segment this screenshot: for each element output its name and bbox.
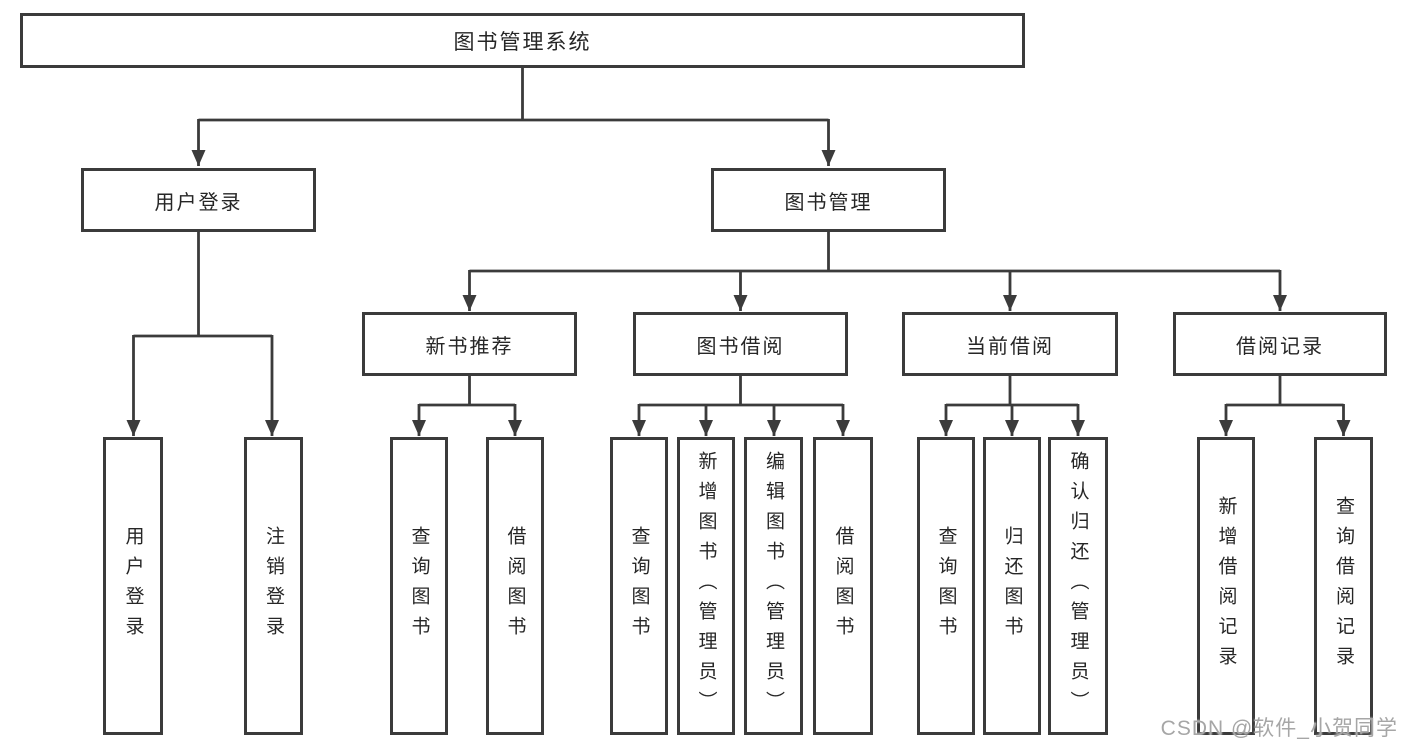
connector-borrow-records-to-leaves — [1219, 376, 1351, 436]
leaf-label: 新增图书（管理员） — [695, 451, 717, 721]
leaf-borrow-books-2: 借阅图书 — [813, 437, 873, 735]
leaf-query-borrow-record: 查询借阅记录 — [1314, 437, 1373, 735]
leaf-label: 注销登录 — [263, 526, 284, 646]
leaf-label: 查询借阅记录 — [1333, 496, 1354, 676]
leaf-label: 用户登录 — [122, 526, 144, 646]
leaf-label: 借阅图书 — [832, 526, 854, 646]
leaf-label: 查询图书 — [408, 526, 430, 646]
leaf-user-login: 用户登录 — [103, 437, 163, 735]
leaf-confirm-return-admin: 确认归还（管理员） — [1048, 437, 1108, 735]
connector-current-borrow-to-leaves — [939, 376, 1085, 436]
leaf-add-borrow-record: 新增借阅记录 — [1197, 437, 1255, 735]
connector-book-borrow-to-leaves — [632, 376, 850, 436]
node-borrow-records: 借阅记录 — [1173, 312, 1387, 376]
connector-root-to-level2 — [191, 68, 836, 166]
connector-book-management-to-level3 — [462, 232, 1287, 311]
node-book-management: 图书管理 — [711, 168, 946, 232]
leaf-label: 新增借阅记录 — [1215, 496, 1237, 676]
leaf-borrow-books-1: 借阅图书 — [486, 437, 544, 735]
node-new-book-recommend: 新书推荐 — [362, 312, 577, 376]
leaf-query-books-2: 查询图书 — [610, 437, 668, 735]
node-current-borrow: 当前借阅 — [902, 312, 1118, 376]
csdn-watermark: CSDN @软件_小贺同学 — [1160, 717, 1398, 740]
leaf-label: 借阅图书 — [504, 526, 526, 646]
leaf-edit-books-admin: 编辑图书（管理员） — [744, 437, 803, 735]
leaf-query-books-3: 查询图书 — [917, 437, 975, 735]
connector-new-book-to-leaves — [412, 376, 522, 436]
connector-user-login-to-leaves — [126, 232, 279, 436]
leaf-add-books-admin: 新增图书（管理员） — [677, 437, 735, 735]
leaf-label: 归还图书 — [1001, 526, 1023, 646]
leaf-logout: 注销登录 — [244, 437, 303, 735]
leaf-label: 确认归还（管理员） — [1067, 451, 1089, 721]
leaf-return-books: 归还图书 — [983, 437, 1041, 735]
leaf-label: 查询图书 — [628, 526, 650, 646]
leaf-label: 编辑图书（管理员） — [763, 451, 784, 721]
node-user-login: 用户登录 — [81, 168, 316, 232]
node-library-management-system: 图书管理系统 — [20, 13, 1025, 68]
leaf-query-books-1: 查询图书 — [390, 437, 448, 735]
leaf-label: 查询图书 — [935, 526, 957, 646]
node-book-borrow: 图书借阅 — [633, 312, 848, 376]
